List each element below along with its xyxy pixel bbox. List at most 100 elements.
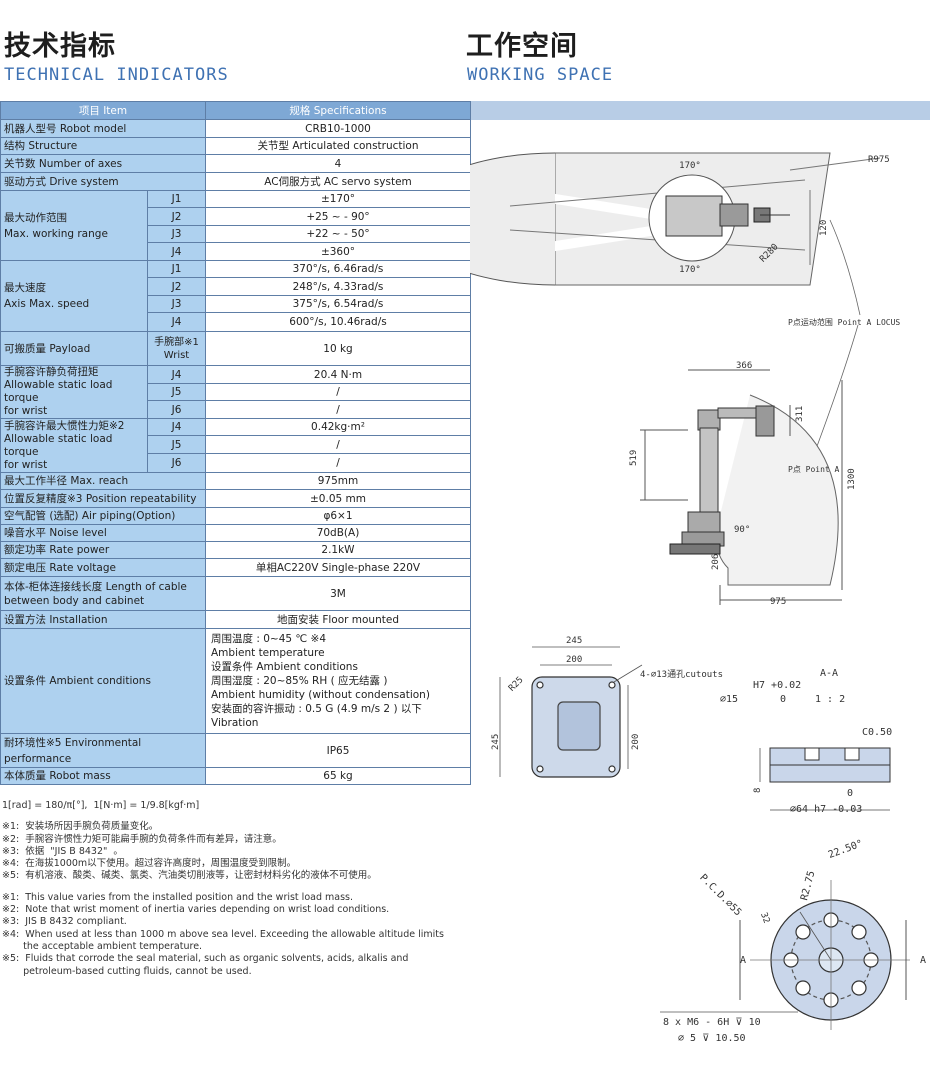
flange-fit: H7 +0.02 <box>753 680 801 691</box>
row-value-model: CRB10-1000 <box>205 119 471 138</box>
row-value-repeatability: ±0.05 mm <box>205 489 471 508</box>
flange-scale: 1 : 2 <box>815 694 845 705</box>
top-angle-top: 170° <box>679 161 701 171</box>
axis-label: J1 <box>147 190 206 208</box>
flange-section <box>759 747 891 811</box>
workspace-heading-cn: 工作空间 <box>466 31 578 62</box>
row-label-mass: 本体质量 Robot mass <box>0 767 206 785</box>
axis-value: +22 ~ - 50° <box>205 225 471 243</box>
row-label-voltage: 额定电压 Rate voltage <box>0 558 206 577</box>
flange-section-label: A-A <box>820 668 838 679</box>
row-value-axes: 4 <box>205 154 471 173</box>
side-dim-base: 206 <box>711 554 721 570</box>
axis-label: J5 <box>147 435 206 454</box>
face-pcd: P.C.D.∅55 <box>697 872 743 918</box>
side-dim-wrist: 311 <box>795 406 805 422</box>
flange-bore: ∅15 <box>720 694 738 705</box>
side-dim-height: 1300 <box>847 468 857 490</box>
note-en: ※2: Note that wrist moment of inertia va… <box>2 904 390 916</box>
row-label-structure: 结构 Structure <box>0 137 206 155</box>
row-value-structure: 关节型 Articulated construction <box>205 137 471 155</box>
row-value-power: 2.1kW <box>205 541 471 559</box>
axis-label: J4 <box>147 242 206 261</box>
working-space-drawings: 170° 170° R975 R280 120 P点运动范围 Point A L… <box>470 120 930 1080</box>
row-value-air: φ6×1 <box>205 507 471 525</box>
row-label-environment: 耐环境性※5 Environmental performance <box>0 733 206 768</box>
row-value-drive: AC伺服方式 AC servo system <box>205 172 471 191</box>
face-thread: 8 x M6 - 6H ⊽ 10 <box>663 1017 761 1028</box>
note-en: ※1: This value varies from the installed… <box>2 891 353 903</box>
row-label-noise: 噪音水平 Noise level <box>0 524 206 542</box>
spec-heading-en: TECHNICAL INDICATORS <box>4 65 229 85</box>
base-height-holes: 200 <box>631 734 641 750</box>
flange-tol-up: 0 <box>847 788 853 799</box>
row-value-environment: IP65 <box>205 733 471 768</box>
axis-value: 20.4 N·m <box>205 365 471 384</box>
base-dims <box>499 646 643 777</box>
face-angle: 22.50° <box>827 838 865 861</box>
locus-leaders <box>809 219 861 466</box>
axis-value: +25 ~ - 90° <box>205 207 471 226</box>
note-en: petroleum-based cutting fluids, cannot b… <box>2 965 252 977</box>
flange-fit-low: 0 <box>780 694 786 705</box>
face-pin: ∅ 5 ⊽ 10.50 <box>678 1033 746 1044</box>
side-dim-top: 366 <box>736 361 752 371</box>
note-en: ※4: When used at less than 1000 m above … <box>2 928 444 940</box>
axis-value: 600°/s, 10.46rad/s <box>205 312 471 332</box>
flange-outer-dia: ∅64 h7 -0.03 <box>790 804 862 815</box>
base-height-total: 245 <box>491 734 501 750</box>
face-mark-a-right: A <box>920 955 926 966</box>
workspace-heading-en: WORKING SPACE <box>467 65 614 85</box>
row-label-air: 空气配管 (选配) Air piping(Option) <box>0 507 206 525</box>
row-label-drive: 驱动方式 Drive system <box>0 172 206 191</box>
side-point-label: P点 Point A <box>788 465 840 474</box>
base-radius: R25 <box>507 675 526 694</box>
axis-value: / <box>205 453 471 473</box>
flange-height: 8 <box>753 788 763 793</box>
note-cn: ※5: 有机溶液、酸类、碱类、氯类、汽油类切削液等，让密封材料劣化的液体不可使用… <box>2 870 377 882</box>
header-item: 项目 Item <box>0 101 206 120</box>
side-dim-upper: 519 <box>629 450 639 466</box>
row-value-ambient: 周围温度 : 0~45 ℃ ※4 Ambient temperature 设置条… <box>205 628 471 734</box>
face-dim: 32 <box>758 911 771 925</box>
drawing-canvas: 170° 170° R975 R280 120 P点运动范围 Point A L… <box>470 152 926 1044</box>
axis-label: J1 <box>147 260 206 278</box>
top-view <box>470 152 881 286</box>
axis-value: 370°/s, 6.46rad/s <box>205 260 471 278</box>
row-value-noise: 70dB(A) <box>205 524 471 542</box>
base-plate <box>531 676 621 778</box>
note-cn: ※3: 依据 "JIS B 8432" 。 <box>2 845 123 857</box>
row-label-model: 机器人型号 Robot model <box>0 119 206 138</box>
axis-value: / <box>205 435 471 454</box>
face-radius: R2.75 <box>799 870 817 902</box>
flange-face <box>660 880 910 1030</box>
axis-label: J2 <box>147 277 206 296</box>
top-r-outer: R975 <box>868 155 890 165</box>
row-label-installation: 设置方法 Installation <box>0 610 206 629</box>
row-label-repeatability: 位置反复精度※3 Position repeatability <box>0 489 206 508</box>
axis-label: J3 <box>147 295 206 313</box>
axis-label: J6 <box>147 400 206 419</box>
base-width-holes: 200 <box>566 655 582 665</box>
axis-label: J6 <box>147 453 206 473</box>
row-value-payload: 10 kg <box>205 331 471 366</box>
axis-label: J2 <box>147 207 206 226</box>
row-value-voltage: 单相AC220V Single-phase 220V <box>205 558 471 577</box>
base-holes-label: 4-∅13通孔cutouts <box>640 669 723 680</box>
note-cn: ※4: 在海拔1000m以下使用。超过容许高度时，周围温度受到限制。 <box>2 858 297 870</box>
axis-value: ±360° <box>205 242 471 261</box>
side-dim-reach: 975 <box>770 597 786 607</box>
row-label-power: 额定功率 Rate power <box>0 541 206 559</box>
axis-label: J4 <box>147 365 206 384</box>
axis-label: J3 <box>147 225 206 243</box>
row-label-ambient: 设置条件 Ambient conditions <box>0 628 206 734</box>
row-value-installation: 地面安装 Floor mounted <box>205 610 471 629</box>
axis-value: ±170° <box>205 190 471 208</box>
axis-label: J4 <box>147 418 206 436</box>
note-en: ※3: JIS B 8432 compliant. <box>2 916 127 928</box>
